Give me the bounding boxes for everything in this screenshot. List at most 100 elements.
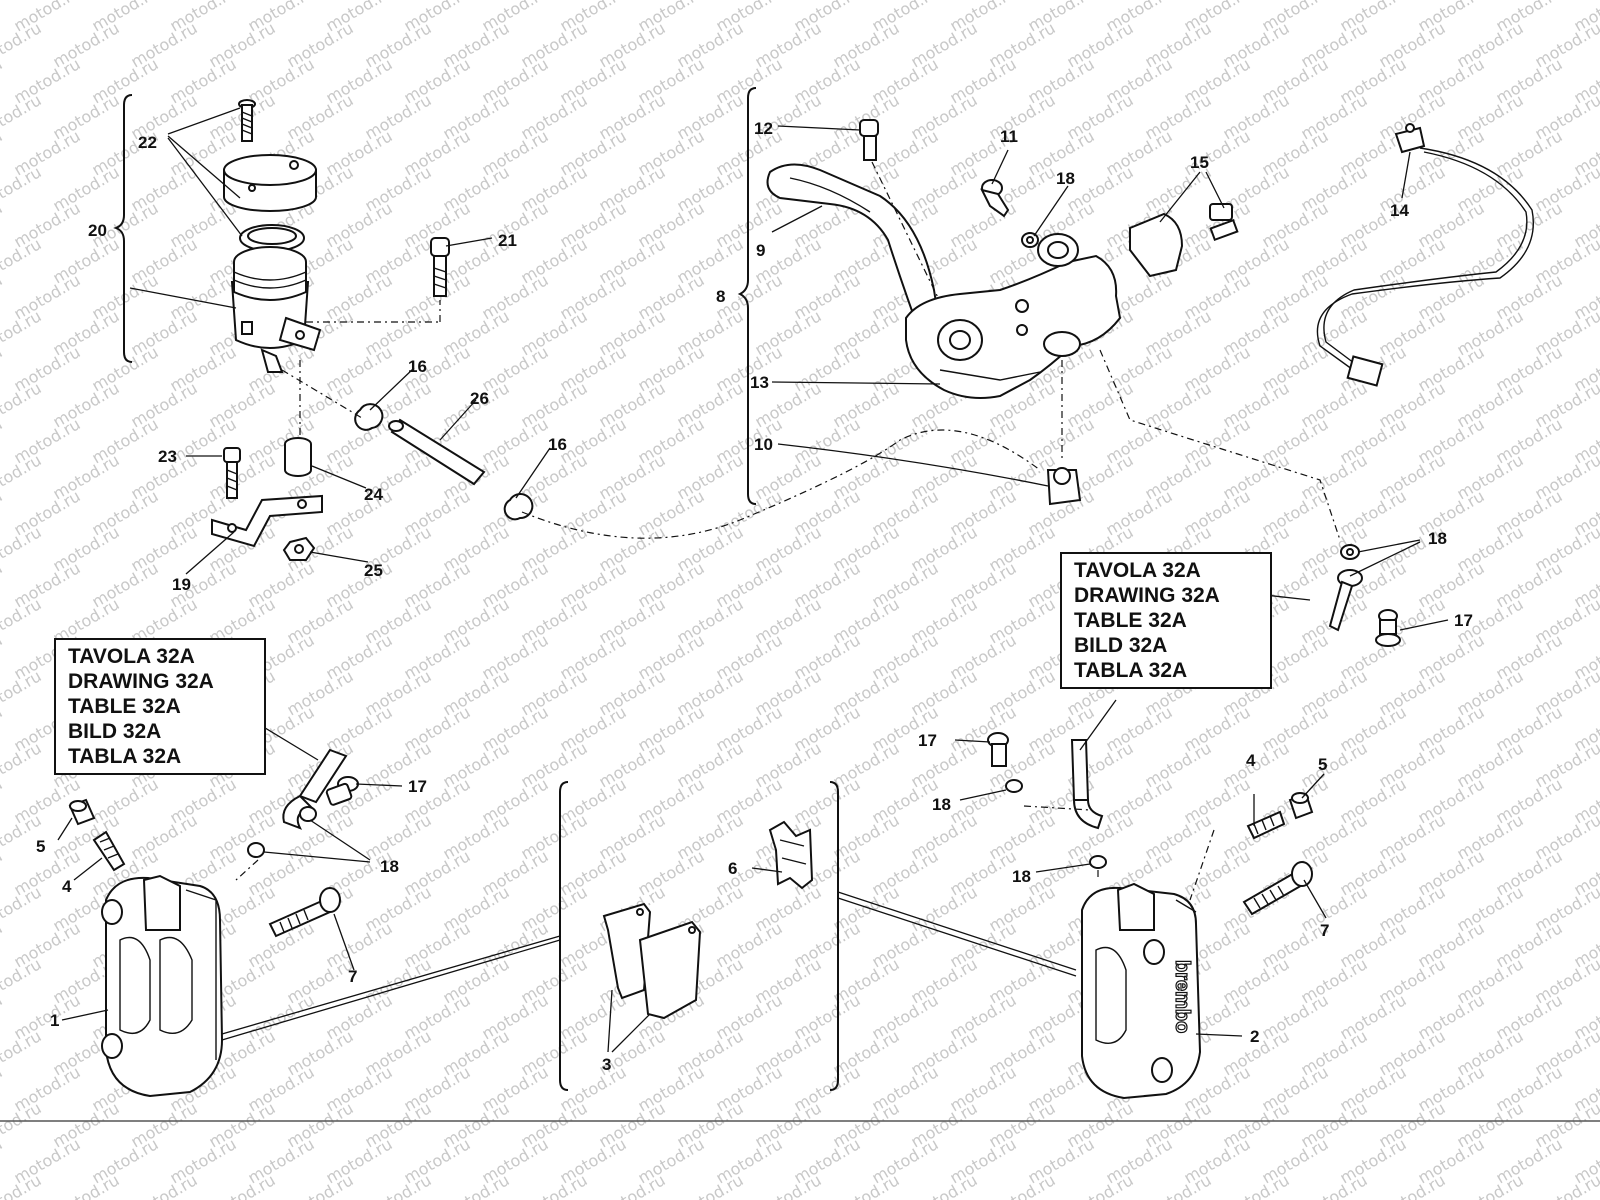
label-2: 2 (1250, 1027, 1259, 1046)
label-19: 19 (172, 575, 191, 594)
callout-left-line-5: TABLA 32A (68, 745, 182, 768)
watermark-text: motod.ru (0, 450, 45, 503)
watermark-text: motod.ru (0, 342, 6, 395)
watermark-text: motod.ru (752, 1170, 825, 1200)
caliper-1 (101, 874, 224, 1098)
callout-right-line-1: TAVOLA 32A (1074, 559, 1201, 582)
callout-right-line-3: TABLE 32A (1074, 609, 1187, 632)
callout-box-right: TAVOLA 32A DRAWING 32A TABLE 32A BILD 32… (1060, 552, 1272, 689)
washer-18-right-a (1005, 779, 1023, 793)
callout-left-line-1: TAVOLA 32A (68, 645, 195, 668)
label-20: 20 (88, 221, 107, 240)
label-22: 22 (138, 133, 157, 152)
washer-18-right-b (1089, 855, 1107, 869)
washer-18-left-b (247, 842, 265, 858)
label-18-right-b: 18 (1012, 867, 1031, 886)
watermark-text: motod.ru (1220, 1170, 1293, 1200)
watermark-text: motod.ru (596, 1170, 669, 1200)
label-12: 12 (754, 119, 773, 138)
watermark-text: motod.ru (0, 1062, 6, 1115)
watermark-text: motod.ru (128, 1170, 201, 1200)
label-8: 8 (716, 287, 725, 306)
cap-5-right (1288, 792, 1314, 820)
callout-left-line-4: BILD 32A (68, 720, 162, 743)
caliper-2: brembo (1081, 882, 1202, 1100)
label-4-left: 4 (62, 877, 72, 896)
label-18-top: 18 (1056, 169, 1075, 188)
brake-pad-3-b (638, 920, 702, 1020)
watermark-text: motod.ru (0, 198, 6, 251)
callout-box-left: TAVOLA 32A DRAWING 32A TABLE 32A BILD 32… (54, 638, 266, 775)
bolt-17-right-upper (1375, 609, 1401, 647)
watermark-text: motod.ru (0, 774, 6, 827)
reservoir-cap (223, 154, 317, 212)
label-7-right: 7 (1320, 921, 1329, 940)
label-21: 21 (498, 231, 517, 250)
watermark-text: motod.ru (0, 882, 45, 935)
label-18-right-a: 18 (932, 795, 951, 814)
label-10: 10 (754, 435, 773, 454)
label-17-right-lower: 17 (918, 731, 937, 750)
watermark-text: motod.ru (0, 1134, 6, 1187)
washer-18-top (1021, 232, 1039, 248)
label-16-b: 16 (548, 435, 567, 454)
watermark-text: motod.ru (0, 1098, 45, 1151)
label-24: 24 (364, 485, 383, 504)
label-1: 1 (50, 1011, 59, 1030)
cap-5-left (68, 798, 96, 826)
screw-12 (859, 119, 879, 161)
watermark-text: motod.ru (0, 126, 6, 179)
watermark-text: motod.ru (674, 1170, 747, 1200)
watermark-text: motod.ru (1142, 1170, 1215, 1200)
label-17-left: 17 (408, 777, 427, 796)
watermark-text: motod.ru (0, 630, 6, 683)
bolt-17-right-lower (987, 732, 1009, 767)
reservoir-screw-22 (238, 99, 256, 142)
watermark-text: motod.ru (0, 414, 6, 467)
callout-right-line-4: BILD 32A (1074, 634, 1168, 657)
watermark-text: motod.ru (0, 846, 6, 899)
bleeder-4-left (92, 830, 126, 872)
washer-18-a (1340, 544, 1360, 560)
grommet-24 (284, 437, 312, 477)
label-9: 9 (756, 241, 765, 260)
banjo-bolt-10 (1046, 467, 1082, 506)
right-hose-fitting (1070, 739, 1104, 830)
watermark-text: motod.ru (0, 918, 6, 971)
watermark-text: motod.ru (0, 666, 45, 719)
watermark-text: motod.ru (1376, 1170, 1449, 1200)
watermark-text: motod.ru (830, 1170, 903, 1200)
label-16-a: 16 (408, 357, 427, 376)
label-15: 15 (1190, 153, 1209, 172)
label-5-left: 5 (36, 837, 45, 856)
watermark-text: motod.ru (1454, 1170, 1527, 1200)
watermark-text: motod.ru (0, 486, 6, 539)
label-3: 3 (602, 1055, 611, 1074)
label-11: 11 (1000, 127, 1018, 146)
watermark-text: motod.ru (0, 990, 6, 1043)
watermark-text: motod.ru (0, 234, 45, 287)
label-14: 14 (1390, 201, 1409, 220)
caliper-brand-label: brembo (1171, 960, 1193, 1033)
label-23: 23 (158, 447, 177, 466)
watermark-text: motod.ru (1064, 1170, 1137, 1200)
label-26: 26 (470, 389, 489, 408)
screw-21 (430, 237, 450, 297)
watermark-text: motod.ru (0, 18, 45, 71)
screw-23 (223, 447, 241, 499)
label-7-left: 7 (348, 967, 357, 986)
callout-right-line-5: TABLA 32A (1074, 659, 1188, 682)
label-18-right-upper: 18 (1428, 529, 1447, 548)
label-18-left: 18 (380, 857, 399, 876)
callout-left-line-3: TABLE 32A (68, 695, 181, 718)
watermark-text: motod.ru (0, 522, 45, 575)
watermark-text: motod.ru (0, 954, 45, 1007)
watermark-text: motod.ru (0, 1026, 45, 1079)
watermark-text: motod.ru (0, 594, 45, 647)
watermark-text: motod.ru (0, 702, 6, 755)
watermark-text: motod.ru (986, 1170, 1059, 1200)
callout-right-line-2: DRAWING 32A (1074, 584, 1220, 607)
watermark-text: motod.ru (50, 1170, 123, 1200)
label-6: 6 (728, 859, 737, 878)
